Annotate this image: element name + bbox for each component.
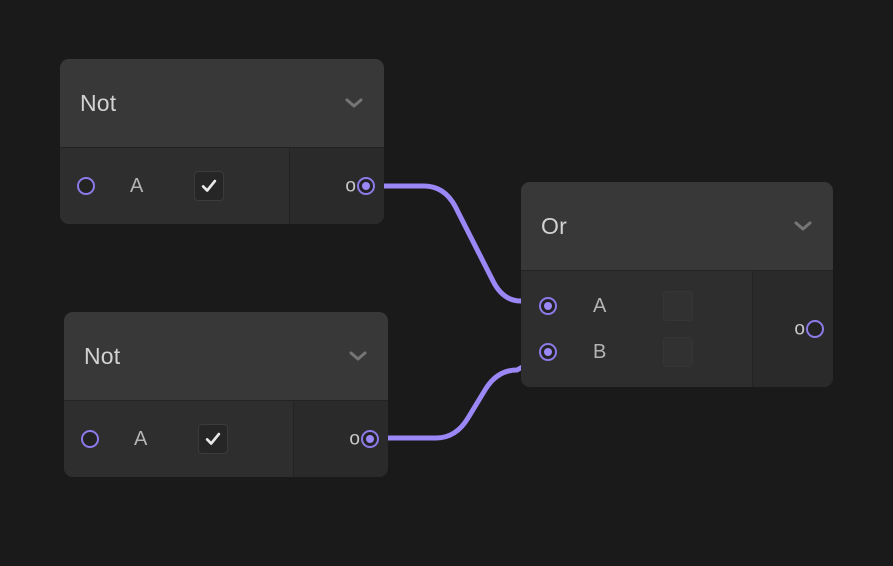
output-label: o — [349, 428, 360, 450]
output-port-o[interactable] — [361, 430, 379, 448]
node-title: Not — [84, 342, 121, 369]
input-port-A[interactable] — [77, 177, 95, 195]
input-label: A — [134, 428, 148, 450]
chevron-down-icon[interactable] — [793, 219, 813, 233]
input-label: B — [593, 341, 607, 363]
input-port-B[interactable] — [539, 343, 557, 361]
output-label: o — [345, 175, 356, 197]
output-label: o — [794, 318, 805, 340]
node-header[interactable]: Not — [64, 312, 388, 400]
node-header[interactable]: Not — [60, 59, 384, 147]
input-checkbox[interactable] — [198, 424, 228, 454]
input-row: B — [521, 329, 752, 375]
chevron-down-icon[interactable] — [344, 96, 364, 110]
input-checkbox[interactable] — [663, 291, 693, 321]
input-port-A[interactable] — [81, 430, 99, 448]
node-inputs: A — [60, 148, 289, 224]
node-title: Or — [541, 212, 567, 239]
input-label: A — [593, 295, 607, 317]
check-icon — [205, 432, 221, 445]
input-checkbox[interactable] — [663, 337, 693, 367]
node-title: Not — [80, 89, 117, 116]
input-checkbox[interactable] — [194, 171, 224, 201]
output-port-o[interactable] — [357, 177, 375, 195]
node-inputs: A — [64, 401, 293, 477]
check-icon — [201, 179, 217, 192]
node-header[interactable]: Or — [521, 182, 833, 270]
input-row: A — [521, 283, 752, 329]
input-port-A[interactable] — [539, 297, 557, 315]
output-port-o[interactable] — [806, 320, 824, 338]
input-label: A — [130, 175, 144, 197]
chevron-down-icon[interactable] — [348, 349, 368, 363]
